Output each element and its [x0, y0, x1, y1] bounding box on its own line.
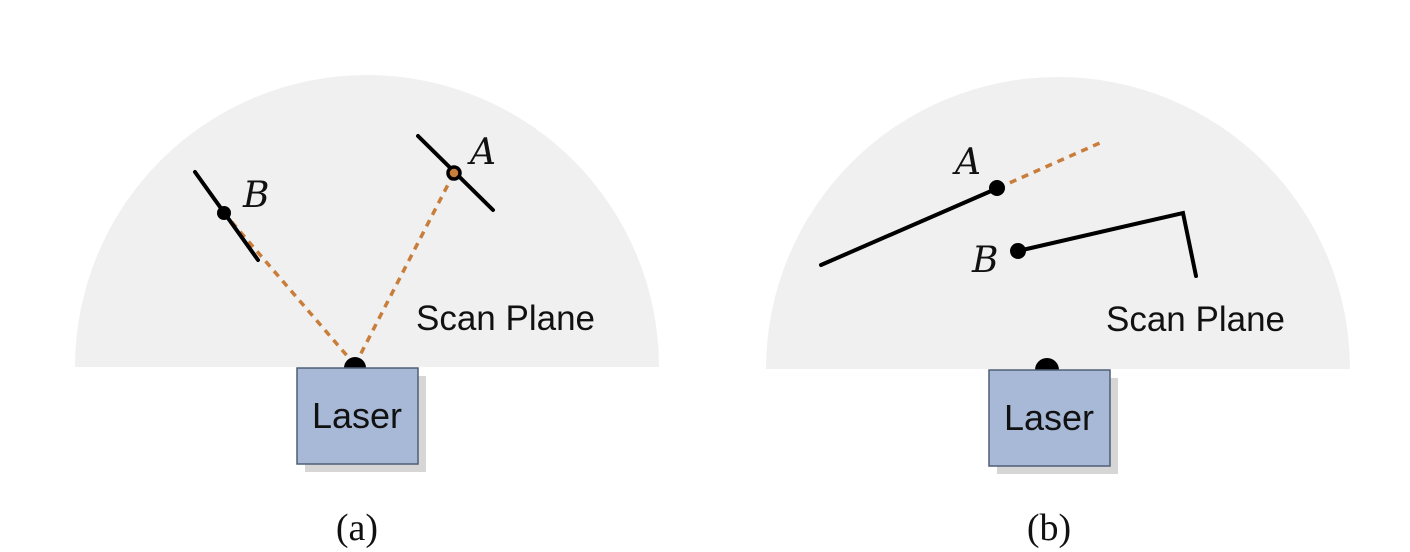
laser-label-a: Laser: [312, 395, 402, 436]
surface-b-b: [1016, 210, 1198, 278]
ray-extension-b: [997, 140, 1103, 190]
caption-a: (a): [336, 507, 378, 549]
scan-plane-a: [75, 75, 659, 367]
laser-box-a: [296, 367, 419, 465]
point-a-label-b: A: [952, 142, 981, 183]
point-b-label-b: B: [971, 240, 998, 281]
laser-emitter-b: [1035, 358, 1059, 370]
laser-box-b: [988, 369, 1111, 467]
scan-plane-b: [766, 77, 1350, 369]
point-a-b: [989, 180, 1005, 196]
scan-plane-label-a: Scan Plane: [416, 299, 595, 338]
point-b-a: [217, 206, 231, 220]
laser-emitter-a: [344, 357, 366, 368]
panel-a: B A Scan Plane Laser (a): [75, 75, 659, 549]
point-a-a: [446, 165, 462, 181]
panel-b: A B Scan Plane Laser (b): [766, 77, 1350, 549]
caption-b: (b): [1027, 507, 1071, 549]
laser-label-b: Laser: [1004, 397, 1094, 438]
point-b-label-a: B: [242, 175, 269, 216]
point-a-label-a: A: [467, 132, 496, 173]
ray-to-a-a: [353, 172, 456, 366]
surface-a-b: [819, 186, 1000, 267]
scan-plane-label-b: Scan Plane: [1106, 300, 1285, 339]
point-b-b: [1010, 243, 1026, 259]
